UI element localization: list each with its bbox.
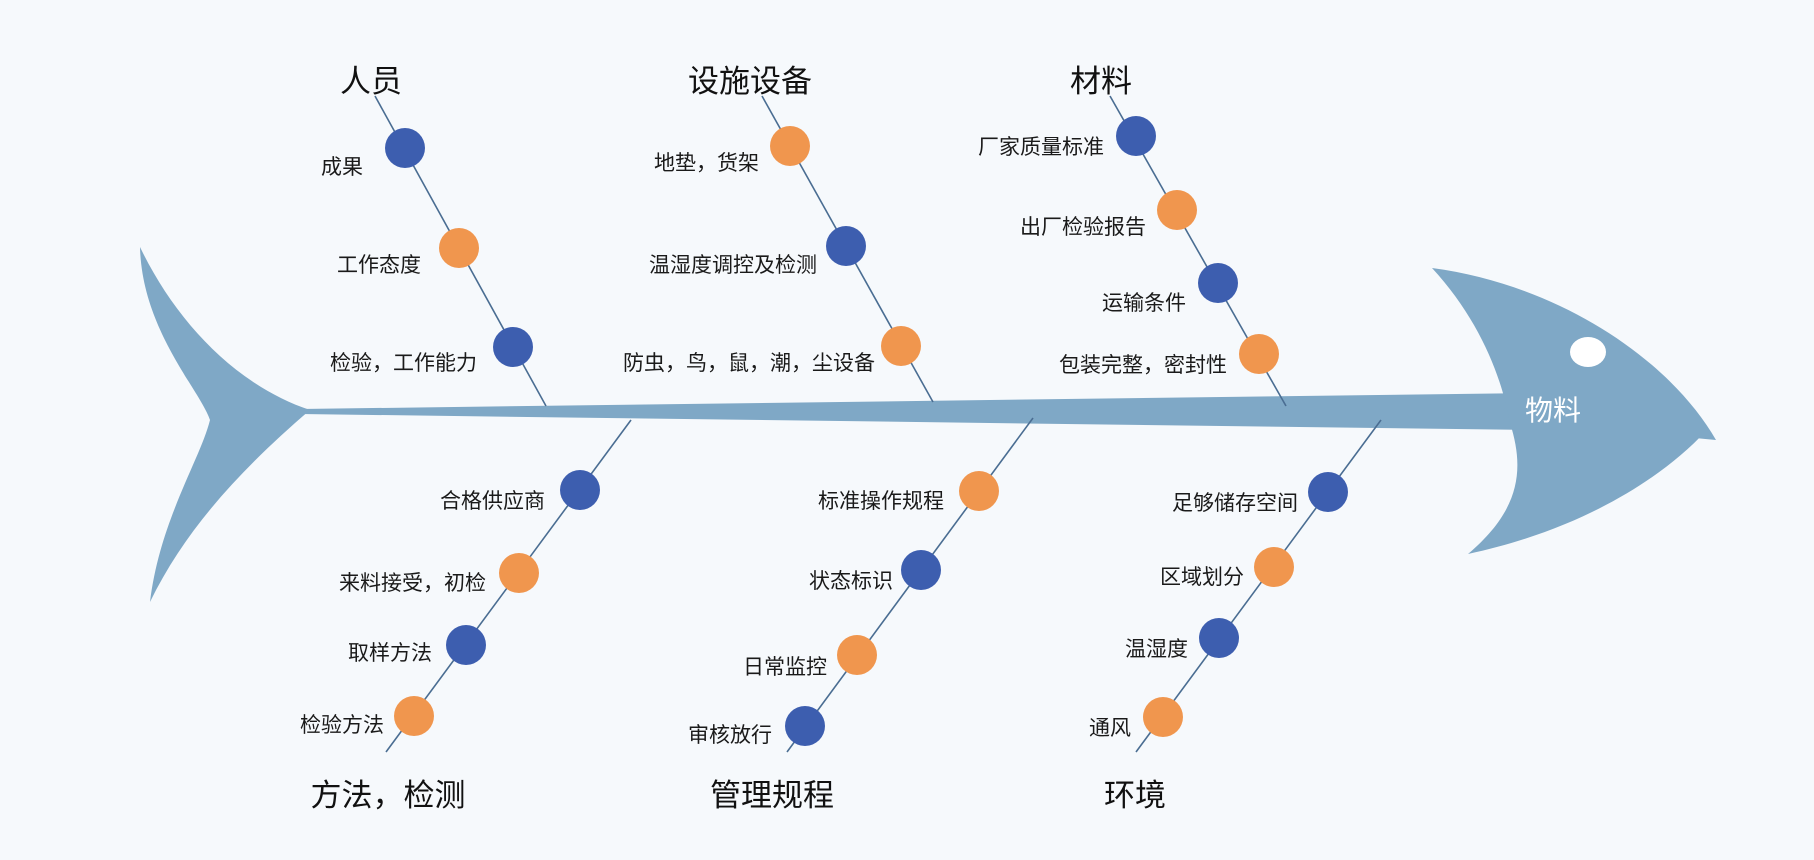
cause-label: 成果 — [321, 155, 363, 179]
cause-dot — [394, 696, 434, 736]
cause-label: 出厂检验报告 — [1020, 215, 1146, 239]
bone-management: 管理规程 标准操作规程 状态标识 日常监控 审核放行 — [688, 417, 1034, 814]
cause-label: 运输条件 — [1102, 291, 1186, 315]
bone-methods: 方法，检测 合格供应商 来料接受，初检 取样方法 检验方法 — [300, 419, 632, 814]
cause-dot — [826, 226, 866, 266]
cause-dot — [770, 126, 810, 166]
cause-label: 检验方法 — [300, 713, 384, 737]
cause-label: 日常监控 — [743, 655, 827, 679]
cause-dot — [1143, 697, 1183, 737]
category-label: 方法，检测 — [311, 778, 466, 814]
cause-dot — [1198, 263, 1238, 303]
cause-label: 来料接受，初检 — [339, 571, 486, 595]
category-label: 材料 — [1070, 64, 1132, 100]
cause-dot — [1308, 472, 1348, 512]
fish-head — [1432, 268, 1716, 554]
cause-label: 状态标识 — [809, 569, 893, 593]
category-label: 管理规程 — [710, 778, 834, 814]
effect-label: 物料 — [1525, 394, 1581, 427]
cause-label: 温湿度调控及检测 — [649, 253, 817, 277]
cause-label: 合格供应商 — [440, 489, 545, 513]
fish-spine — [300, 393, 1530, 430]
cause-dot — [785, 706, 825, 746]
fish-tail — [140, 247, 310, 602]
cause-label: 温湿度 — [1125, 637, 1188, 661]
cause-label: 区域划分 — [1160, 565, 1244, 589]
cause-dot — [901, 550, 941, 590]
cause-label: 地垫，货架 — [654, 151, 759, 175]
cause-label: 标准操作规程 — [818, 489, 944, 513]
cause-dot — [560, 470, 600, 510]
cause-dot — [385, 128, 425, 168]
cause-label: 足够储存空间 — [1172, 491, 1298, 515]
cause-label: 取样方法 — [348, 641, 432, 665]
cause-label: 包装完整，密封性 — [1059, 353, 1227, 377]
bone-facilities: 设施设备 地垫，货架 温湿度调控及检测 防虫，鸟，鼠，潮，尘设备 — [623, 64, 934, 403]
cause-label: 厂家质量标准 — [978, 135, 1104, 159]
cause-dot — [837, 635, 877, 675]
cause-dot — [959, 471, 999, 511]
cause-label: 审核放行 — [688, 723, 772, 747]
cause-dot — [1239, 334, 1279, 374]
cause-dot — [1254, 547, 1294, 587]
bone-materials: 材料 厂家质量标准 出厂检验报告 运输条件 包装完整，密封性 — [978, 64, 1287, 407]
bone-environment: 环境 足够储存空间 区域划分 温湿度 通风 — [1089, 419, 1382, 814]
cause-dot — [1157, 190, 1197, 230]
cause-label: 通风 — [1089, 716, 1131, 740]
cause-label: 防虫，鸟，鼠，潮，尘设备 — [623, 351, 875, 375]
cause-label: 检验，工作能力 — [330, 351, 477, 375]
cause-dot — [1116, 116, 1156, 156]
cause-dot — [446, 625, 486, 665]
fish-eye — [1570, 337, 1606, 367]
bone-personnel: 人员 成果 工作态度 检验，工作能力 — [321, 64, 547, 407]
cause-dot — [499, 553, 539, 593]
category-label: 设施设备 — [688, 64, 812, 100]
cause-label: 工作态度 — [337, 253, 421, 277]
category-label: 环境 — [1104, 778, 1166, 814]
cause-dot — [493, 327, 533, 367]
cause-dot — [881, 326, 921, 366]
category-label: 人员 — [340, 64, 402, 100]
cause-dot — [1199, 618, 1239, 658]
cause-dot — [439, 228, 479, 268]
bone-line — [1135, 419, 1382, 753]
